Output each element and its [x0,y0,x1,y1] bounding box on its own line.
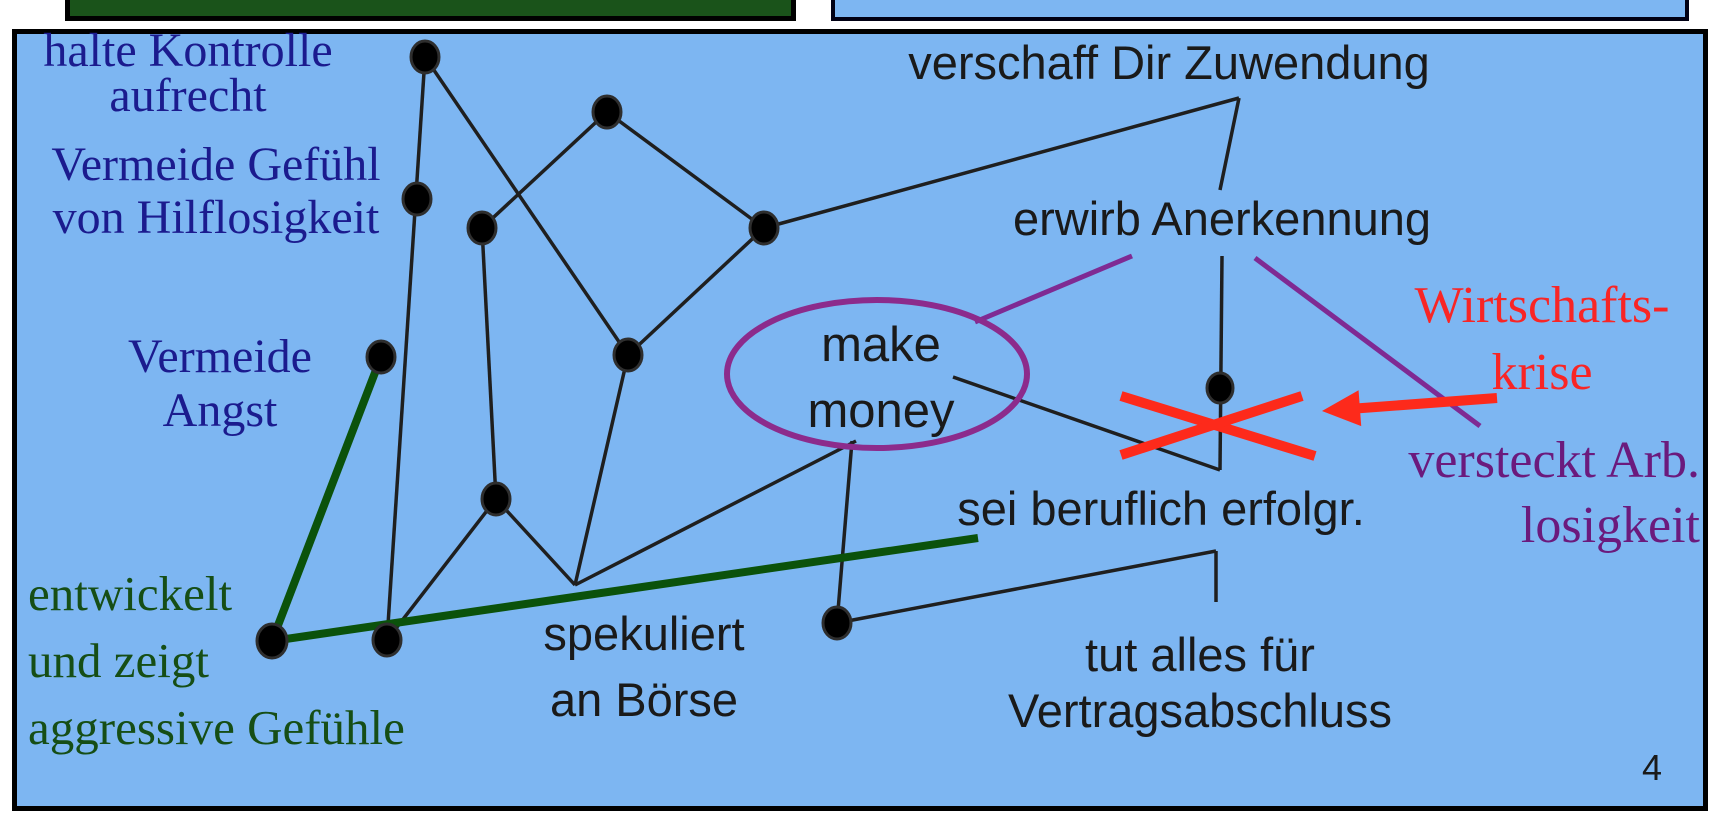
label-halte-kontrolle-line-1: halte Kontrolle [43,24,333,77]
label-wirtschafts-line-1: Wirtschafts- [1414,277,1670,334]
purple-relation-line [974,253,1133,325]
edge-line [480,110,609,230]
node-i [255,622,289,660]
red-arrow-head [1322,390,1362,427]
edge-line [952,375,1221,472]
node-h [480,481,512,517]
label-spekuliert: spekuliert an Börse [543,601,744,733]
node-c [401,181,433,217]
label-make-money-line-2: money [807,384,955,438]
edge-line [836,549,1217,625]
label-tut-alles-line-2: Vertragsabschluss [1007,684,1393,737]
label-versteckt-line-2: losigkeit [1520,497,1700,554]
label-erwirb: erwirb Anerkennung [1013,194,1431,244]
node-j [371,622,403,658]
label-versteckt: versteckt Arb. losigkeit [1408,428,1700,558]
label-wirtschafts-line-2: krise [1491,344,1593,401]
edge-line [763,96,1240,230]
edge-line [574,439,857,587]
edge-line [626,226,766,357]
red-cross-line [1119,391,1304,460]
label-vermeide-angst-line-1: Vermeide [128,330,312,383]
edge-line [835,440,854,624]
label-entwickelt-line-2: und zeigt [28,633,209,688]
label-tut-alles-line-1: tut alles für [1085,628,1315,681]
node-e [748,210,780,246]
edge-line [385,497,498,642]
edge-line [385,56,427,641]
node-k [821,605,853,641]
label-entwickelt-line-1: entwickelt [28,566,233,621]
node-l [1205,371,1235,405]
edge-line [494,497,577,587]
label-verschaff: verschaff Dir Zuwendung [908,38,1430,88]
edge-line [1218,97,1241,191]
edge-line [605,110,766,230]
red-arrow-shaft [1355,393,1498,414]
make-money-ellipse [724,297,1030,451]
label-vermeide-angst-line-2: Angst [162,384,278,437]
label-spekuliert-line-1: spekuliert [543,607,745,660]
label-vermeide-gefuehl-line-1: Vermeide Gefühl [51,138,381,191]
label-verschaff-line-1: verschaff Dir Zuwendung [908,36,1430,89]
label-make-money: make money [807,312,954,444]
label-wirtschafts: Wirtschafts-krise [1415,272,1670,406]
label-entwickelt-line-3: aggressive Gefühle [28,700,405,755]
label-spekuliert-line-2: an Börse [549,673,739,726]
label-page-number-line-1: 4 [1642,747,1663,788]
label-versteckt-line-1: versteckt Arb. [1408,432,1700,489]
label-halte-kontrolle-line-2: aufrecht [109,69,267,122]
edge-line [423,56,630,356]
node-d [466,210,498,246]
top-bar-left [65,0,796,21]
label-sei-beruflich-line-1: sei beruflich erfolgr. [957,482,1365,535]
label-make-money-line-1: make [821,318,941,372]
edge-line [573,354,630,586]
label-entwickelt: entwickelt und zeigt aggressive Gefühle [28,560,405,761]
node-b [591,94,623,130]
label-erwirb-line-1: erwirb Anerkennung [1012,192,1432,245]
label-page-number: 4 [1642,748,1662,788]
label-vermeide-gefuehl-line-2: von Hilflosigkeit [52,191,380,244]
node-g [365,339,397,375]
slide-background [12,29,1708,811]
edge-line [480,227,498,500]
green-relation-line [268,355,385,643]
edge-line [1218,255,1224,471]
node-a [409,39,441,75]
node-f [612,337,644,373]
top-bar-right [831,0,1689,21]
label-sei-beruflich: sei beruflich erfolgr. [957,484,1365,534]
